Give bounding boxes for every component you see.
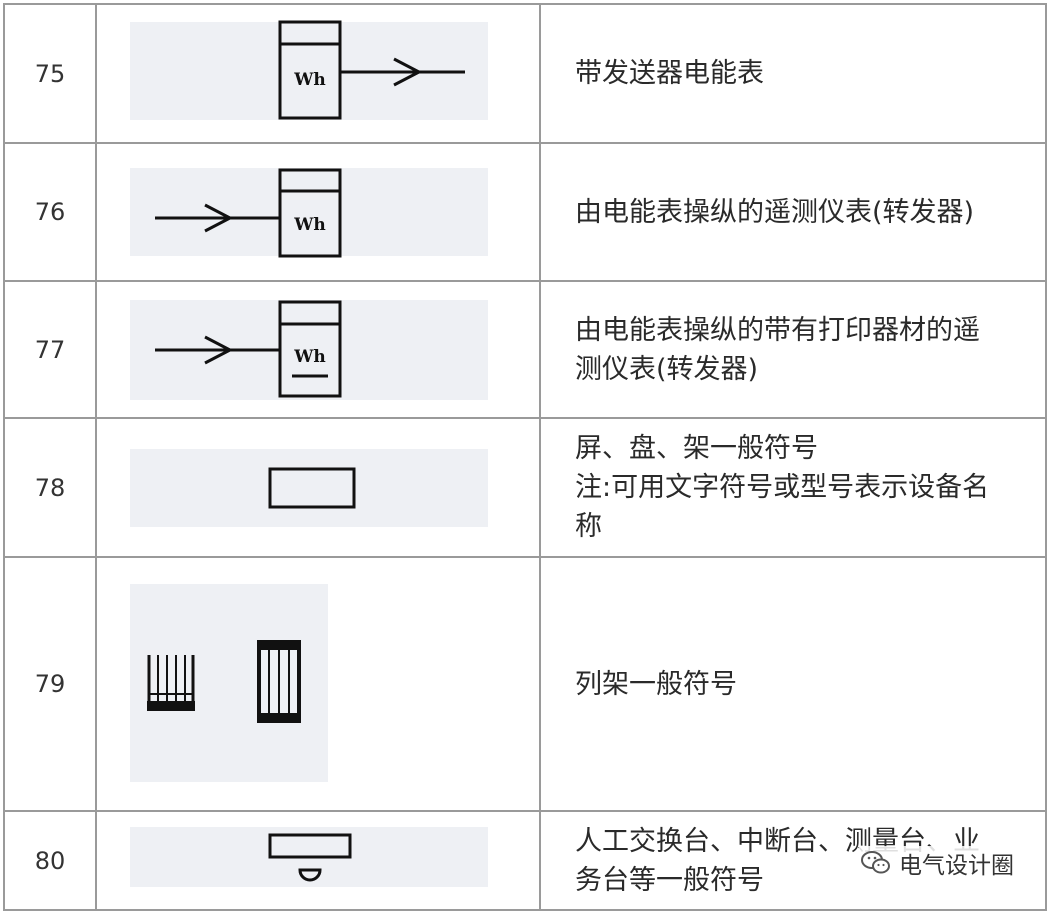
row-number: 78 [3, 417, 97, 558]
description-line: 带发送器电能表 [575, 58, 764, 89]
description-cell: 由电能表操纵的遥测仪表(转发器) [539, 142, 1047, 282]
open-rack-icon [147, 655, 195, 711]
rack-row-symbol [147, 640, 301, 723]
description-cell: 屏、盘、架一般符号 注:可用文字符号或型号表示设备名 称 [539, 417, 1047, 558]
description-cell: 由电能表操纵的带有打印器材的遥 测仪表(转发器) [539, 280, 1047, 419]
row-number: 77 [3, 280, 97, 419]
table-row-79: 79 [3, 556, 1047, 812]
panel-general-symbol [268, 467, 356, 509]
table-row-80: 80 人工交换台、中断台、测量台、业 务台等一般符号 [3, 810, 1047, 911]
row-number: 75 [3, 3, 97, 144]
symbol-cell: Wh [95, 3, 541, 144]
description-cell: 带发送器电能表 [539, 3, 1047, 144]
row-number: 79 [3, 556, 97, 812]
table-row-76: 76 Wh 由电能表操纵的遥测仪表(转发器) [3, 142, 1047, 282]
description-line: 由电能表操纵的遥测仪表(转发器) [575, 196, 975, 228]
wechat-icon [861, 851, 890, 874]
description-line: 称 [575, 511, 602, 542]
watermark-text: 电气设计圈 [899, 853, 1014, 879]
meter-with-transmitter-symbol: Wh [278, 20, 465, 120]
symbol-cell [95, 556, 541, 812]
printing-telemeter-symbol: Wh [155, 300, 342, 398]
table-row-78: 78 屏、盘、架一般符号 注:可用文字符号或型号表示设备名 称 [3, 417, 1047, 558]
description-line: 务台等一般符号 [575, 864, 764, 896]
symbol-cell: Wh [95, 280, 541, 419]
symbol-cell [95, 417, 541, 558]
description-line: 测仪表(转发器) [575, 353, 759, 385]
symbol-background [130, 584, 328, 782]
description-cell: 列架一般符号 [539, 556, 1047, 812]
closed-rack-icon [257, 640, 301, 723]
telemeter-symbol: Wh [155, 168, 342, 258]
row-number: 76 [3, 142, 97, 282]
symbol-cell: Wh [95, 142, 541, 282]
symbol-table: 75 Wh 带发送器电能表 76 Wh [3, 3, 1047, 911]
description-line: 列架一般符号 [575, 668, 737, 700]
meter-label: Wh [293, 215, 325, 235]
watermark: 电气设计圈 [859, 846, 1016, 880]
description-line: 注:可用文字符号或型号表示设备名 [575, 472, 990, 503]
meter-label: Wh [293, 70, 325, 90]
row-number: 80 [3, 810, 97, 911]
table-row-75: 75 Wh 带发送器电能表 [3, 3, 1047, 144]
symbol-background [130, 168, 488, 256]
symbol-background [130, 449, 488, 527]
symbol-cell [95, 810, 541, 911]
description-line: 屏、盘、架一般符号 [575, 433, 818, 464]
description-line: 由电能表操纵的带有打印器材的遥 [575, 314, 980, 346]
switchboard-symbol [268, 833, 352, 882]
table-row-77: 77 Wh 由电能表操纵的带有打印器材的遥 测仪表(转发器) [3, 280, 1047, 419]
meter-label: Wh [293, 347, 325, 367]
